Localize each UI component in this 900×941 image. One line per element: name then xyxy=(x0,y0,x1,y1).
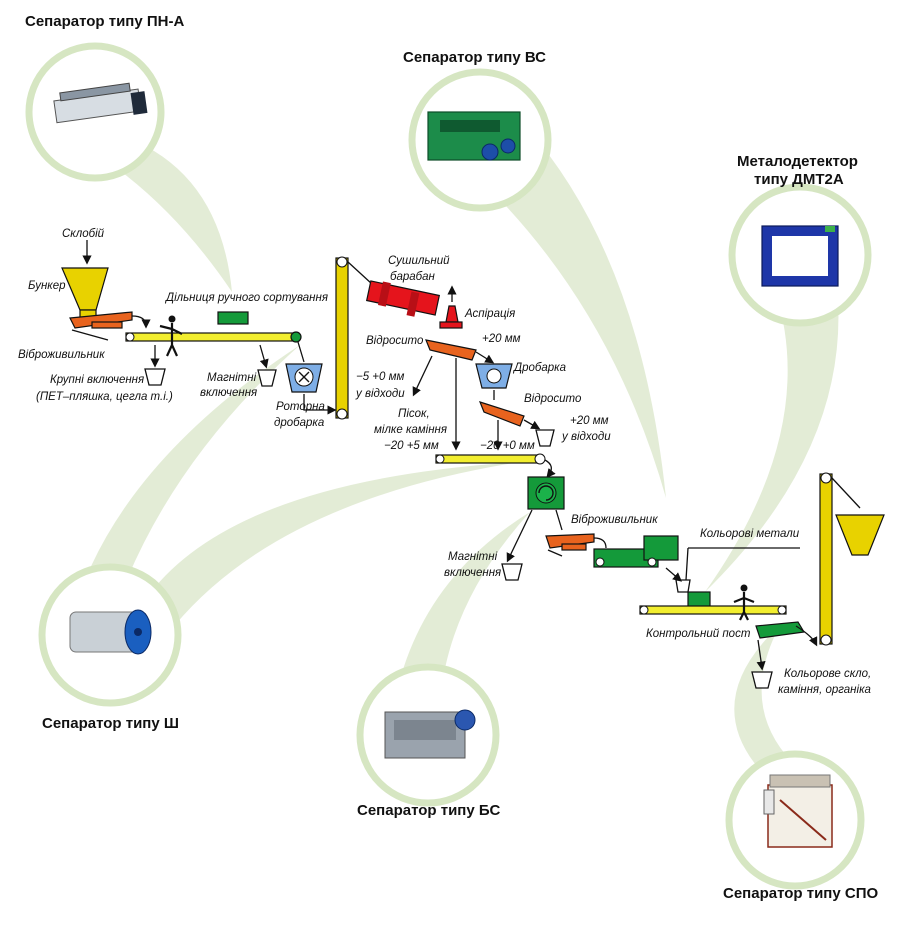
label-screening-2: Відросито xyxy=(524,393,582,405)
worker-2-icon xyxy=(733,584,755,621)
label-vibrofeeder-1: Віброживильник xyxy=(18,349,105,361)
hopper-icon xyxy=(61,267,109,319)
label-minus5-b: у відходи xyxy=(355,388,405,400)
label-magnetic-1b: включення xyxy=(200,387,257,399)
title-bs: Сепаратор типу БС xyxy=(357,802,500,819)
label-sklobiy: Склобій xyxy=(62,228,105,240)
rotor-crusher-icon xyxy=(285,363,323,393)
halo-bs xyxy=(395,512,530,700)
aspiration-icon xyxy=(439,285,463,329)
title-spo: Сепаратор типу СПО xyxy=(723,885,878,902)
circle-dmt2a[interactable] xyxy=(728,183,872,327)
label-colored-glass-b: каміння, органіка xyxy=(778,684,871,696)
output-hopper-icon xyxy=(835,514,885,556)
waste-bin-icon xyxy=(144,368,166,386)
label-aspiration: Аспірація xyxy=(464,308,515,320)
label-colored-glass-a: Кольорове скло, xyxy=(784,668,871,680)
circle-sh[interactable] xyxy=(38,563,182,707)
label-large-2: (ПЕТ–пляшка, цегла т.і.) xyxy=(36,391,173,403)
halo-vs xyxy=(470,120,666,498)
label-nonferrous: Кольорові метали xyxy=(700,528,800,540)
label-sand-a: Пісок, xyxy=(398,408,430,420)
title-dmt2a-2: типу ДМТ2А xyxy=(754,171,844,188)
label-plus20-waste-a: +20 мм xyxy=(570,415,609,427)
halo-sh-1 xyxy=(70,345,300,625)
circle-bs[interactable] xyxy=(356,663,500,807)
vs-separator-icon xyxy=(593,535,679,568)
sorting-magnet xyxy=(217,311,249,325)
label-plus20-1: +20 мм xyxy=(482,333,521,345)
control-conveyor xyxy=(639,605,787,615)
magnetic-drum-icon xyxy=(527,476,565,510)
title-dmt2a-1: Металодетектор xyxy=(737,153,858,170)
title-pn-a: Сепаратор типу ПН-А xyxy=(25,13,184,30)
label-plus20-waste-b: у відходи xyxy=(561,431,611,443)
label-vibrofeeder-2: Віброживильник xyxy=(571,514,658,526)
screen-2-icon xyxy=(478,401,525,427)
halo-spo xyxy=(734,625,800,770)
label-minus5-a: −5 +0 мм xyxy=(356,371,404,383)
dryer-drum-icon xyxy=(365,280,441,317)
bucket-elevator-2-icon xyxy=(819,472,833,646)
label-crusher: Дробарка xyxy=(512,362,566,374)
label-magnetic-2a: Магнітні xyxy=(448,551,498,563)
label-rotor-a: Роторна xyxy=(276,401,325,413)
label-sand-c: −20 +5 мм xyxy=(384,440,439,452)
label-bunker: Бункер xyxy=(28,280,66,292)
label-rotor-b: дробарка xyxy=(274,417,324,429)
circle-spo[interactable] xyxy=(725,750,865,890)
vibrofeeder-2-icon xyxy=(545,533,595,557)
label-screening-1: Відросито xyxy=(366,335,424,347)
circle-vs[interactable] xyxy=(408,68,552,212)
label-minus20: −20 +0 мм xyxy=(480,440,535,452)
crusher-icon xyxy=(475,363,513,389)
label-dryer-b: барабан xyxy=(390,271,436,283)
conveyor-2 xyxy=(435,454,543,464)
title-sh: Сепаратор типу Ш xyxy=(42,715,179,732)
vibrofeeder-icon xyxy=(69,311,133,341)
circle-pn-a[interactable] xyxy=(25,42,165,182)
label-magnetic-2b: включення xyxy=(444,567,501,579)
label-large-1: Крупні включення xyxy=(50,374,144,386)
label-sand-b: мілке каміння xyxy=(374,424,447,436)
sorting-conveyor xyxy=(125,332,299,342)
halo-sh-2 xyxy=(145,462,520,625)
label-dryer-a: Сушильний xyxy=(388,255,450,267)
halo-dmt2a xyxy=(705,270,839,592)
label-control-post: Контрольний пост xyxy=(646,628,751,640)
title-vs: Сепаратор типу ВС xyxy=(403,49,546,66)
label-magnetic-1a: Магнітні xyxy=(207,372,257,384)
spo-separator-icon xyxy=(755,621,805,639)
label-manual-sorting: Дільниця ручного сортування xyxy=(164,292,328,304)
screen-icon xyxy=(425,339,477,361)
bucket-elevator-icon xyxy=(335,256,349,420)
worker-icon xyxy=(159,315,183,357)
